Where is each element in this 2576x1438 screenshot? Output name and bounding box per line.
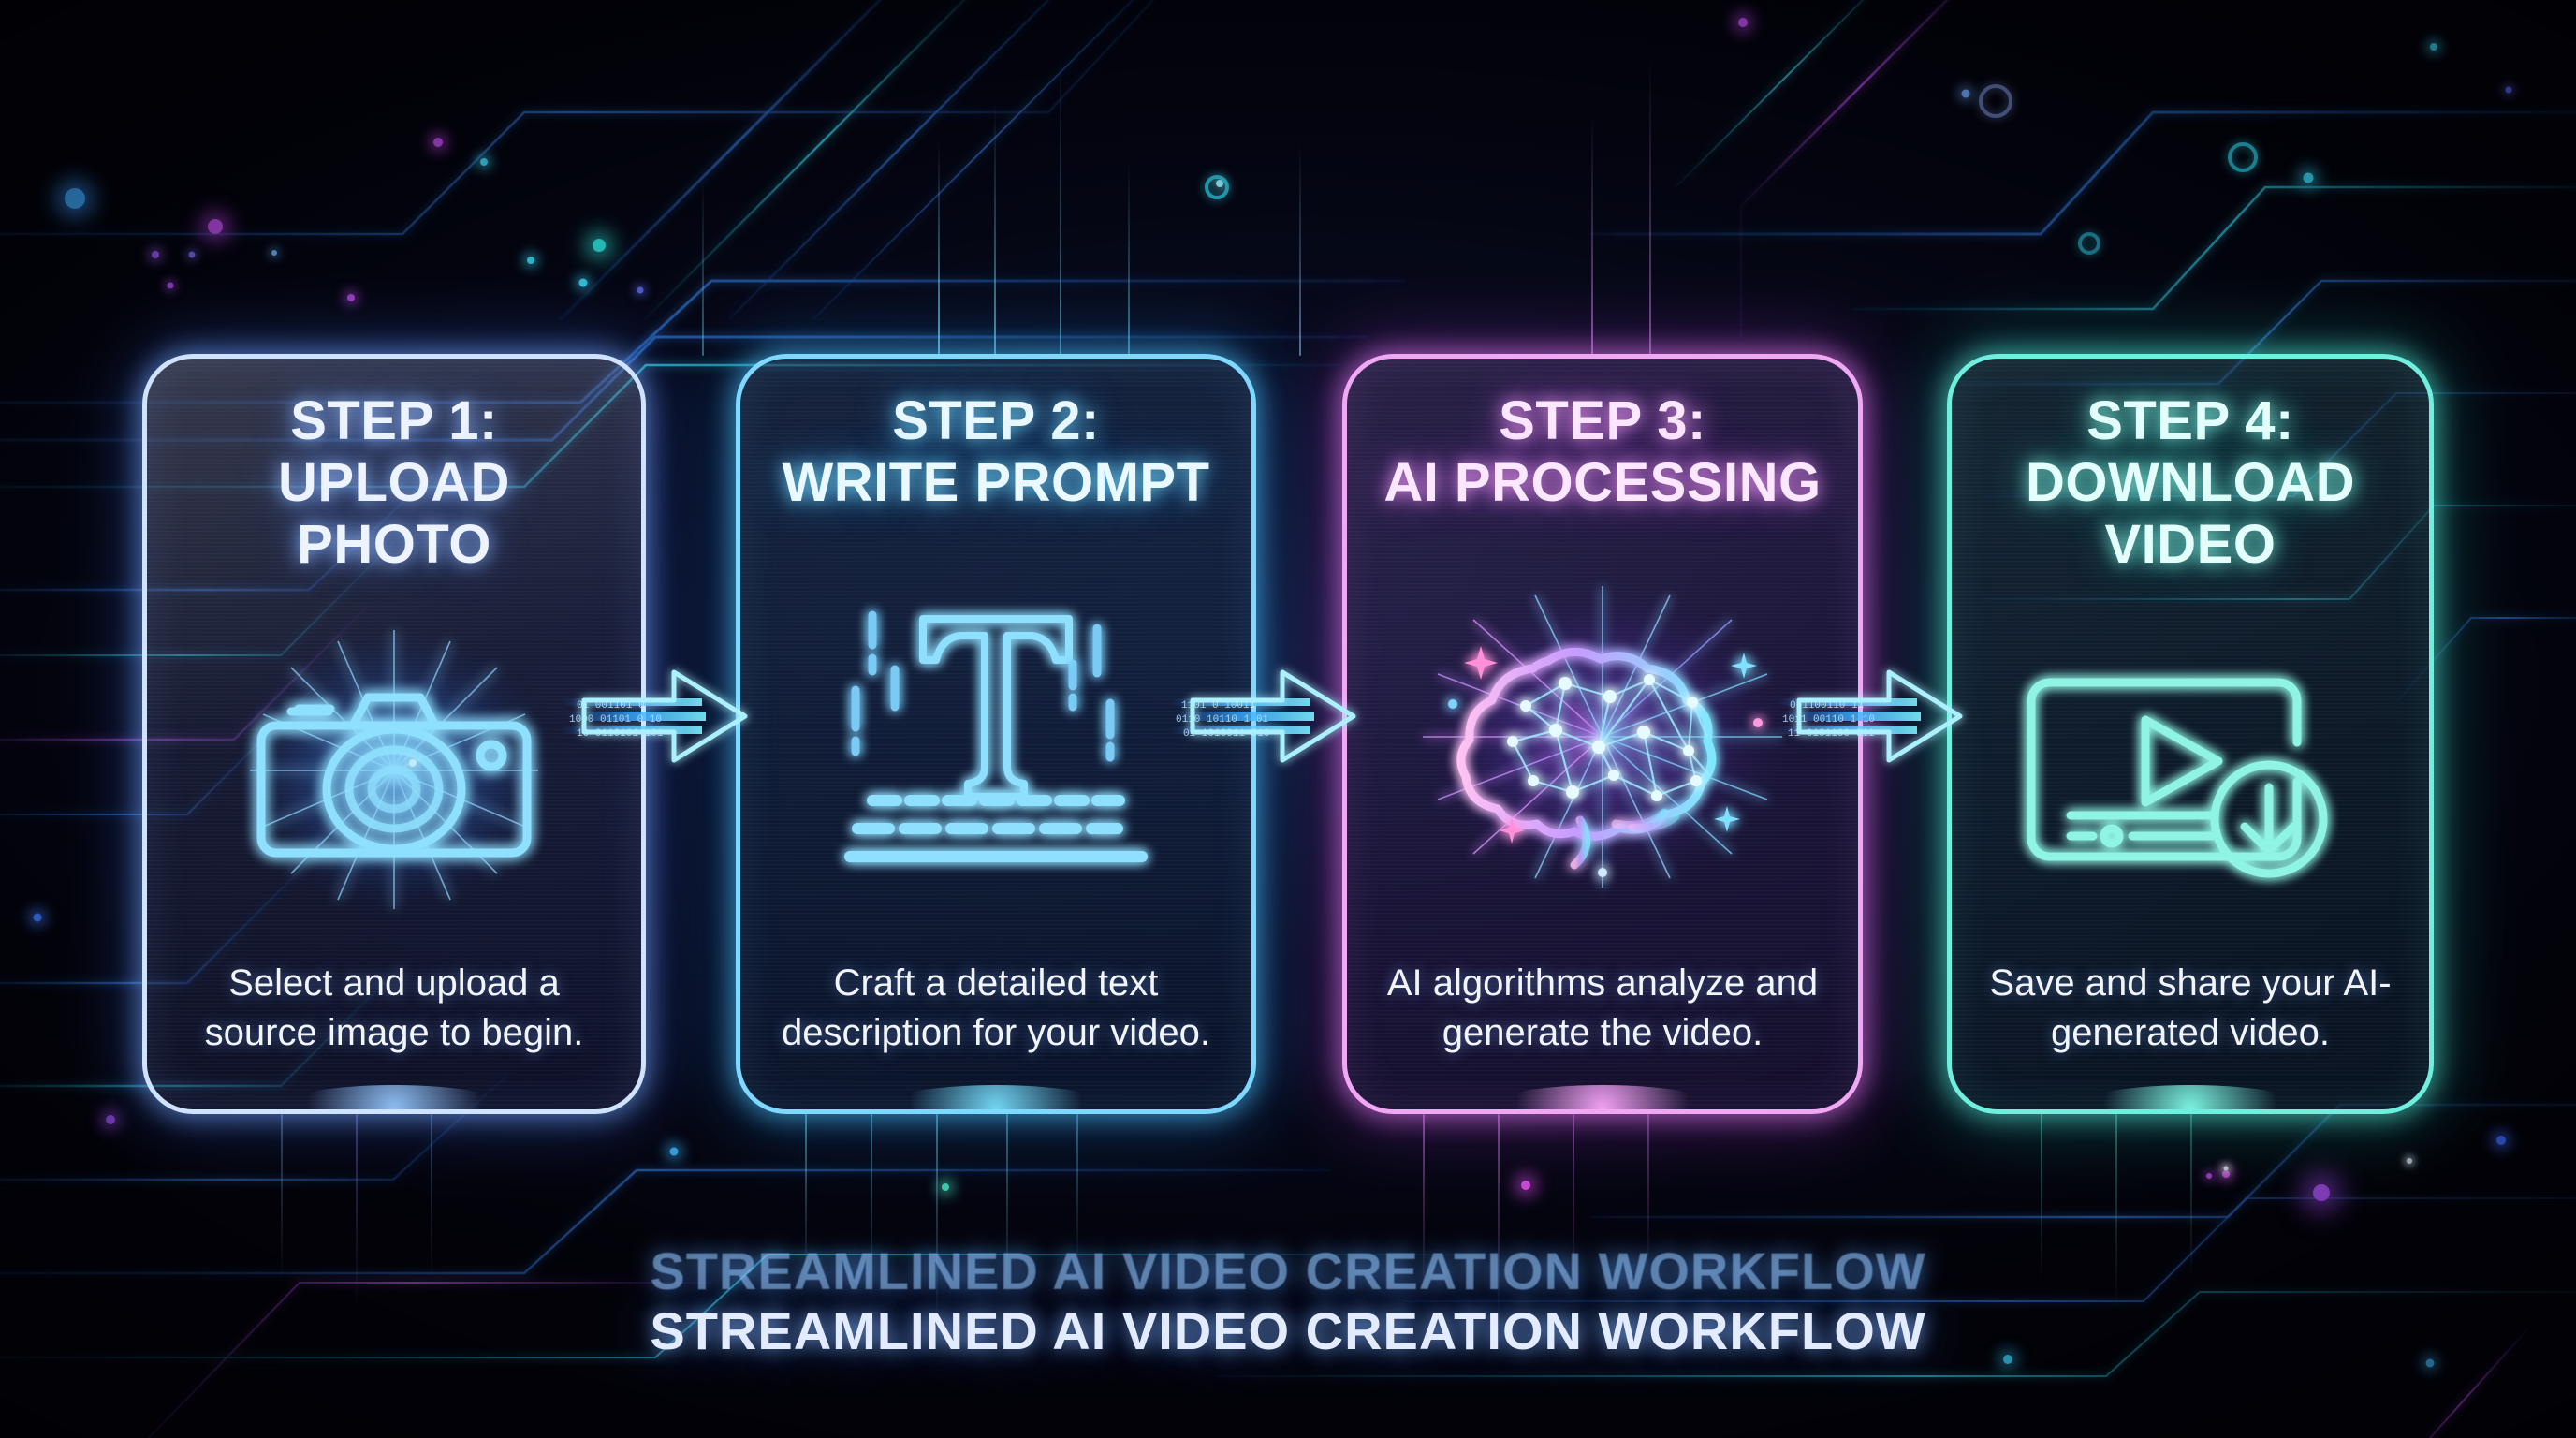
- arrow-step3-to-step4: 0 1100110 11 1011 00110 1 10 11 0101100 …: [1777, 655, 1983, 777]
- svg-text:1011 00110 1 10: 1011 00110 1 10: [1782, 714, 1875, 726]
- svg-text:1101 0 10011: 1101 0 10011: [1181, 700, 1256, 712]
- svg-text:0110 10110 1 01: 0110 10110 1 01: [1176, 714, 1268, 726]
- brain-network-icon: [1373, 514, 1832, 959]
- step-card-download-video[interactable]: STEP 4: DOWNLOAD VIDEO: [1947, 354, 2434, 1114]
- video-download-icon: [1978, 576, 2403, 958]
- svg-text:01 001101 0: 01 001101 0: [577, 700, 645, 712]
- arrow-step2-to-step3: 1101 0 10011 0110 10110 1 01 01 1010011 …: [1170, 655, 1376, 777]
- svg-text:0 1100110 11: 0 1100110 11: [1790, 700, 1865, 712]
- step-3-description: AI algorithms analyze and generate the v…: [1386, 961, 1819, 1054]
- caption-ghost-text: STREAMLINED AI VIDEO CREATION WORKFLOW: [650, 1241, 1926, 1300]
- step-2-title: STEP 2: WRITE PROMPT: [782, 390, 1210, 514]
- step-card-write-prompt[interactable]: STEP 2: WRITE PROMPT: [736, 354, 1256, 1114]
- camera-icon: [173, 576, 615, 958]
- text-prompt-icon: [767, 514, 1225, 959]
- step-1-title: STEP 1: UPLOAD PHOTO: [278, 390, 510, 576]
- svg-text:1000 01101 0 10: 1000 01101 0 10: [569, 714, 662, 726]
- step-4-description: Save and share your AI-generated video.: [1989, 961, 2392, 1054]
- step-1-description: Select and upload a source image to begi…: [204, 961, 584, 1054]
- step-card-upload-photo[interactable]: STEP 1: UPLOAD PHOTO: [142, 354, 646, 1114]
- caption-text: STREAMLINED AI VIDEO CREATION WORKFLOW: [650, 1301, 1926, 1360]
- step-2-description: Craft a detailed text description for yo…: [781, 961, 1210, 1054]
- step-3-title: STEP 3: AI PROCESSING: [1383, 390, 1822, 514]
- arrow-step1-to-step2: 01 001101 0 1000 01101 0 10 10 0110101 1…: [562, 655, 768, 777]
- step-4-title: STEP 4: DOWNLOAD VIDEO: [2026, 390, 2355, 576]
- caption-block: STREAMLINED AI VIDEO CREATION WORKFLOW S…: [0, 1245, 2576, 1357]
- step-card-ai-processing[interactable]: STEP 3: AI PROCESSING: [1342, 354, 1863, 1114]
